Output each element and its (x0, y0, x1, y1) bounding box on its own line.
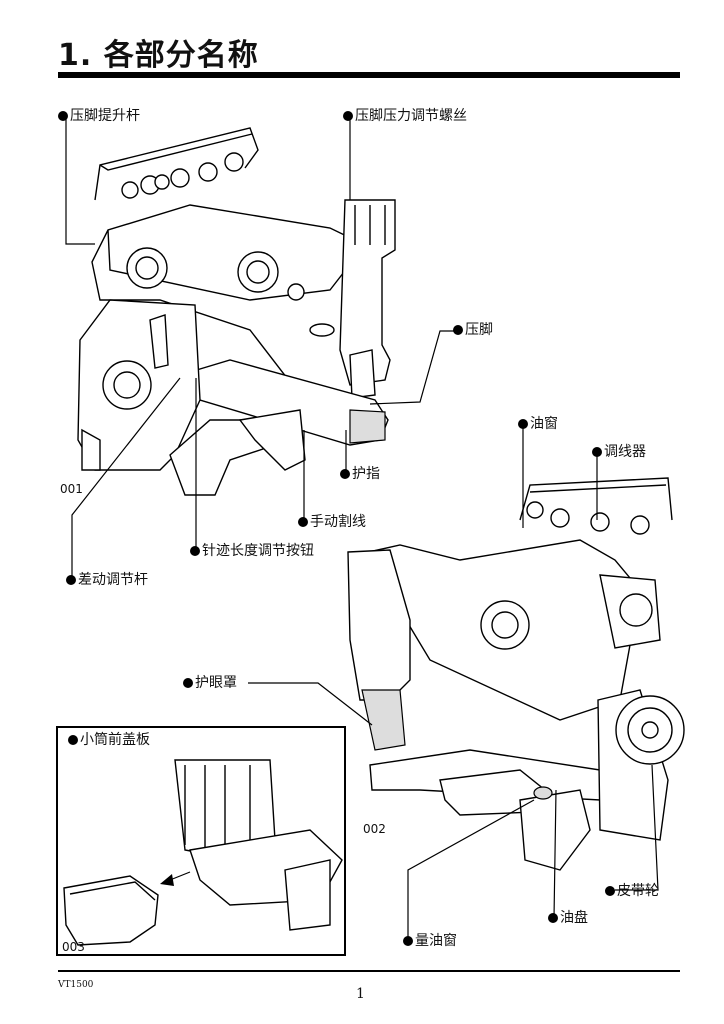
title-rule (58, 72, 680, 78)
callout-finger-guard: 护指 (340, 466, 380, 482)
callout-label: 压脚提升杆 (70, 108, 140, 124)
figure-label-001: 001 (60, 482, 83, 496)
bullet-icon (298, 517, 308, 527)
callout-cylinder-front-cover: 小筒前盖板 (68, 732, 150, 748)
bullet-icon (403, 936, 413, 946)
bullet-icon (68, 735, 78, 745)
bullet-icon (592, 447, 602, 457)
inset-detail-frame (56, 726, 346, 956)
callout-label: 差动调节杆 (78, 572, 148, 588)
callout-label: 小筒前盖板 (80, 732, 150, 748)
callout-thread-take-up: 调线器 (592, 444, 646, 460)
callout-presser-foot: 压脚 (453, 322, 493, 338)
bullet-icon (340, 469, 350, 479)
callout-presser-lifter: 压脚提升杆 (58, 108, 140, 124)
callout-eye-guard: 护眼罩 (183, 675, 237, 691)
callout-label: 压脚压力调节螺丝 (355, 108, 467, 124)
bullet-icon (66, 575, 76, 585)
figure-label-003: 003 (62, 940, 85, 954)
callout-oil-gauge-window: 量油窗 (403, 933, 457, 949)
callout-label: 量油窗 (415, 933, 457, 949)
machine-001-drawing (77, 127, 396, 496)
model-code: VT1500 (58, 980, 94, 990)
callout-presser-pressure-screw: 压脚压力调节螺丝 (343, 108, 467, 124)
machine-002-drawing (347, 477, 685, 871)
bullet-icon (518, 419, 528, 429)
footer-rule (58, 970, 680, 972)
bullet-icon (453, 325, 463, 335)
machine-003-drawing (63, 759, 343, 946)
callout-label: 手动割线 (310, 514, 366, 530)
callout-oil-window: 油窗 (518, 416, 558, 432)
bullet-icon (190, 546, 200, 556)
callout-stitch-length-button: 针迹长度调节按钮 (190, 543, 314, 559)
bullet-icon (548, 913, 558, 923)
callout-label: 油盘 (560, 910, 588, 926)
page-title: 1. 各部分名称 (58, 38, 259, 73)
callout-label: 皮带轮 (617, 883, 659, 899)
leader-lines (65, 118, 659, 940)
callout-differential-lever: 差动调节杆 (66, 572, 148, 588)
bullet-icon (58, 111, 68, 121)
callout-label: 油窗 (530, 416, 558, 432)
callout-label: 调线器 (604, 444, 646, 460)
callout-label: 针迹长度调节按钮 (202, 543, 314, 559)
callout-manual-thread-cut: 手动割线 (298, 514, 366, 530)
bullet-icon (183, 678, 193, 688)
callout-label: 护眼罩 (195, 675, 237, 691)
callout-oil-pan: 油盘 (548, 910, 588, 926)
figure-label-002: 002 (363, 822, 386, 836)
callout-label: 护指 (352, 466, 380, 482)
callout-belt-pulley: 皮带轮 (605, 883, 659, 899)
bullet-icon (343, 111, 353, 121)
page-number: 1 (356, 986, 365, 1002)
bullet-icon (605, 886, 615, 896)
callout-label: 压脚 (465, 322, 493, 338)
